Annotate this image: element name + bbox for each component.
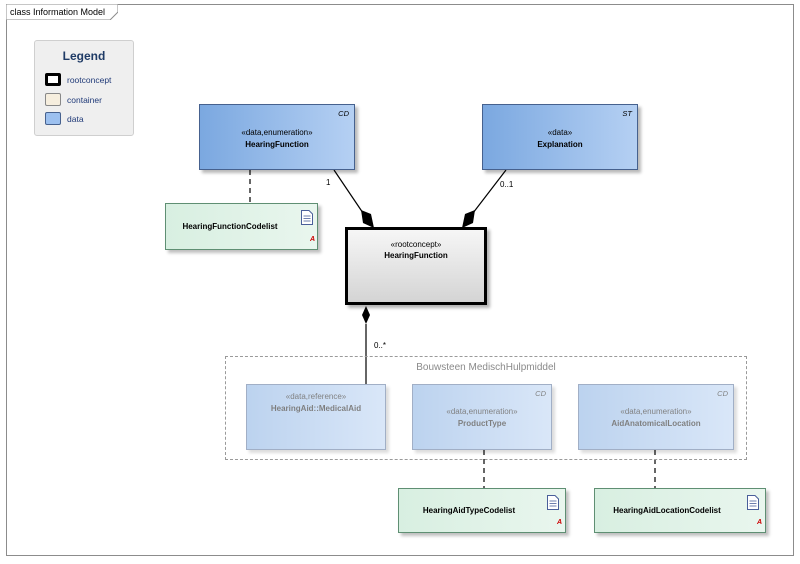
- class-tag: CD: [338, 109, 349, 118]
- class-name: Explanation: [537, 140, 583, 149]
- class-aidanatomicallocation[interactable]: CD «data,enumeration» AidAnatomicalLocat…: [578, 384, 734, 450]
- package-bouwsteen-medischhulpmiddel[interactable]: Bouwsteen MedischHulpmiddel: [225, 356, 747, 460]
- codelist-hearingaidlocation[interactable]: HearingAidLocationCodelist A: [594, 488, 766, 533]
- class-name: AidAnatomicalLocation: [611, 419, 701, 428]
- codelist-mark: A: [310, 236, 316, 243]
- class-stereotype: «data,enumeration»: [446, 407, 518, 416]
- class-name: HearingFunction: [384, 251, 448, 260]
- class-hearingfunction-enumeration[interactable]: CD «data,enumeration» HearingFunction: [199, 104, 355, 170]
- legend-label-container: container: [67, 95, 102, 105]
- class-stereotype: «data,reference»: [285, 392, 347, 401]
- legend-title: Legend: [62, 49, 106, 63]
- codelist-hearingaidtype[interactable]: HearingAidTypeCodelist A: [398, 488, 566, 533]
- frame-title: class Information Model: [10, 7, 106, 17]
- legend: Legend rootconcept container data: [34, 40, 134, 136]
- codelist-mark: A: [557, 519, 563, 526]
- multiplicity-medicalaid: 0..*: [374, 341, 387, 350]
- multiplicity-explanation: 0..1: [500, 180, 514, 189]
- frame-tab: [6, 4, 118, 20]
- codelist-name: HearingAidLocationCodelist: [613, 506, 721, 515]
- class-stereotype: «data,enumeration»: [241, 128, 313, 137]
- codelist-name: HearingAidTypeCodelist: [422, 506, 516, 515]
- codelist-mark: A: [757, 519, 763, 526]
- composition-diamond-explanation: [462, 210, 475, 228]
- class-stereotype: «rootconcept»: [390, 240, 442, 249]
- class-stereotype: «data,enumeration»: [620, 407, 692, 416]
- document-icon: [747, 495, 759, 510]
- connector-explanation-root: [472, 169, 507, 214]
- connector-hearingfunction-root: [333, 169, 364, 214]
- class-explanation[interactable]: ST «data» Explanation: [482, 104, 638, 170]
- diagram-frame: [6, 4, 794, 556]
- multiplicity-hearingfunction: 1: [326, 178, 331, 187]
- class-name: HearingAid::MedicalAid: [270, 404, 362, 413]
- class-tag: CD: [717, 389, 728, 398]
- legend-label-rootconcept: rootconcept: [67, 75, 112, 85]
- document-icon: [301, 210, 313, 225]
- class-medicalaid[interactable]: «data,reference» HearingAid::MedicalAid: [246, 384, 386, 450]
- legend-swatch-container: [45, 93, 61, 106]
- legend-label-data: data: [67, 114, 84, 124]
- class-tag: CD: [535, 389, 546, 398]
- codelist-hearingfunction[interactable]: HearingFunctionCodelist A: [165, 203, 318, 250]
- class-name: HearingFunction: [245, 140, 309, 149]
- composition-diamond-medicalaid: [362, 306, 370, 324]
- class-tag: ST: [622, 109, 632, 118]
- class-stereotype: «data»: [547, 128, 573, 137]
- class-hearingfunction-rootconcept[interactable]: «rootconcept» HearingFunction: [345, 227, 487, 305]
- package-name: Bouwsteen MedischHulpmiddel: [416, 362, 556, 373]
- codelist-name: HearingFunctionCodelist: [182, 222, 278, 231]
- class-name: ProductType: [457, 419, 507, 428]
- class-producttype[interactable]: CD «data,enumeration» ProductType: [412, 384, 552, 450]
- legend-swatch-rootconcept: [45, 73, 61, 86]
- composition-diamond-hearingfunction: [361, 210, 374, 228]
- legend-swatch-data: [45, 112, 61, 125]
- document-icon: [547, 495, 559, 510]
